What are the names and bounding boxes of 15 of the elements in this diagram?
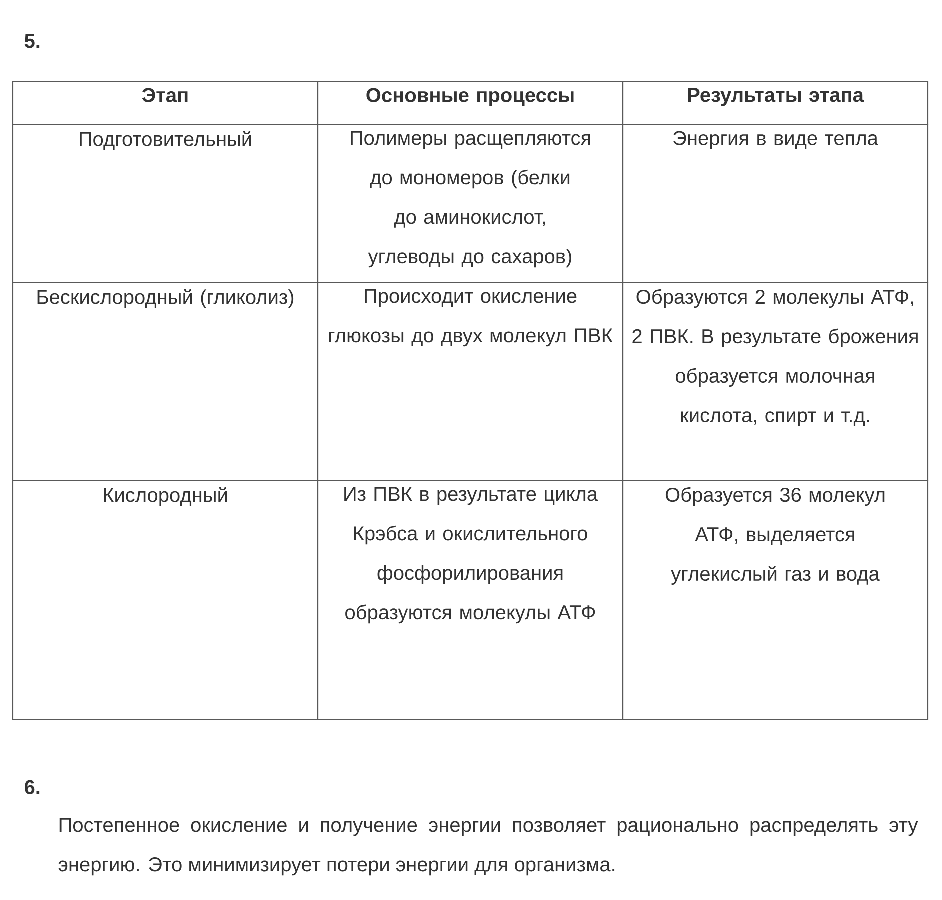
task-number: 6.	[25, 780, 40, 794]
table-cell: Образуется 36 молекул АТФ, выделяется углекислый газ и вода	[622, 480, 929, 721]
table-cell: Кислородный	[12, 480, 319, 721]
table-cell: Из ПВК в результате цикла Крэбса и окислительного фосфорилирования образуются молекулы АТФ	[317, 480, 624, 721]
table-cell: Подготовительный	[12, 124, 319, 284]
task-number: 5.	[24, 34, 40, 48]
table-cell: Бескислородный (гликолиз)	[12, 282, 319, 482]
header-cell: Этап	[12, 81, 319, 126]
header-cell: Основные процессы	[317, 81, 624, 126]
header-cell: Результаты этапа	[622, 81, 929, 126]
table-cell: Энергия в виде тепла	[622, 124, 929, 284]
table-cell: Полимеры расщепляются до мономеров (белки до аминокислот, углеводы до сахаров)	[317, 124, 624, 284]
table-cell: Происходит окисление глюкозы до двух молекул ПВК	[317, 282, 624, 482]
table-cell: Образуются 2 молекулы АТФ, 2 ПВК. В результате брожения образуется молочная кислота, спирт и т.д.	[622, 282, 929, 482]
answer-text: Постепенное окисление и получение энергии позволяет рационально распределять эту энергию. Это минимизирует потери энергии для организма.	[58, 818, 918, 876]
